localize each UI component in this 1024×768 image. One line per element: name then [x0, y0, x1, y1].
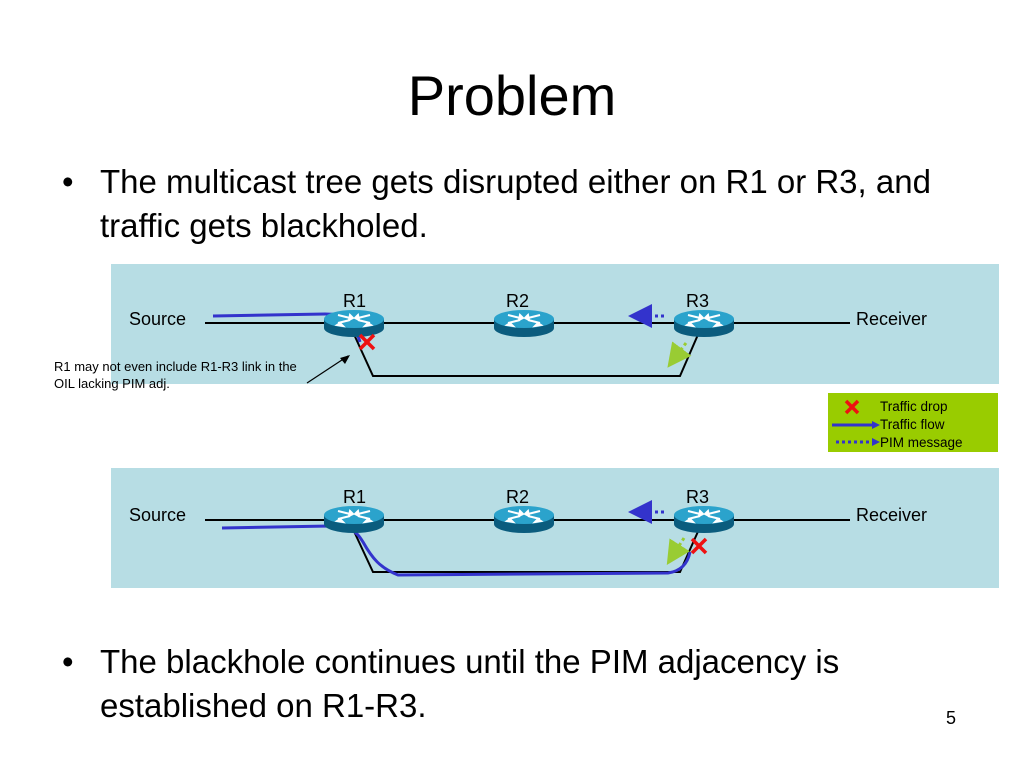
legend: Traffic drop Traffic flow PIM message [828, 393, 998, 452]
source-label: Source [129, 505, 187, 525]
router-label-r2: R2 [506, 291, 530, 311]
router-label-r3: R3 [686, 291, 710, 311]
pim-message-arrow-icon [836, 438, 880, 446]
pim-message-arrow-icon [667, 341, 692, 368]
router-icon [673, 309, 735, 338]
traffic-drop-icon [358, 333, 376, 351]
router-icon [323, 505, 385, 534]
annotation-note: R1 may not even include R1-R3 link in th… [54, 359, 297, 391]
router-icon [493, 309, 555, 338]
traffic-drop-icon [690, 537, 708, 555]
router-label-r3: R3 [686, 487, 710, 507]
bullet-marker: • [62, 163, 74, 200]
router-label-r1: R1 [343, 291, 367, 311]
router-label-r1: R1 [343, 487, 367, 507]
bullet-marker: • [62, 643, 74, 680]
router-icon [673, 505, 735, 534]
router-label-r2: R2 [506, 487, 530, 507]
legend-traffic-drop: Traffic drop [880, 399, 948, 414]
receiver-label: Receiver [856, 309, 928, 329]
pim-message-arrow-icon [666, 537, 690, 566]
source-label: Source [129, 309, 187, 329]
legend-traffic-flow: Traffic flow [880, 417, 945, 432]
router-icon [493, 505, 555, 534]
slide-title: Problem [407, 64, 617, 127]
traffic-flow-arrow-icon [832, 421, 880, 429]
bullet-2-text: The blackhole continues until the PIM ad… [100, 643, 840, 724]
annotation-arrow [306, 355, 349, 384]
receiver-label: Receiver [856, 505, 928, 525]
bullet-1-text: The multicast tree gets disrupted either… [100, 163, 931, 244]
traffic-drop-icon [844, 399, 860, 415]
router-icon [323, 309, 385, 338]
bottom-traffic-flow-line [221, 524, 692, 577]
page-number: 5 [946, 708, 957, 728]
legend-pim-message: PIM message [880, 435, 963, 450]
